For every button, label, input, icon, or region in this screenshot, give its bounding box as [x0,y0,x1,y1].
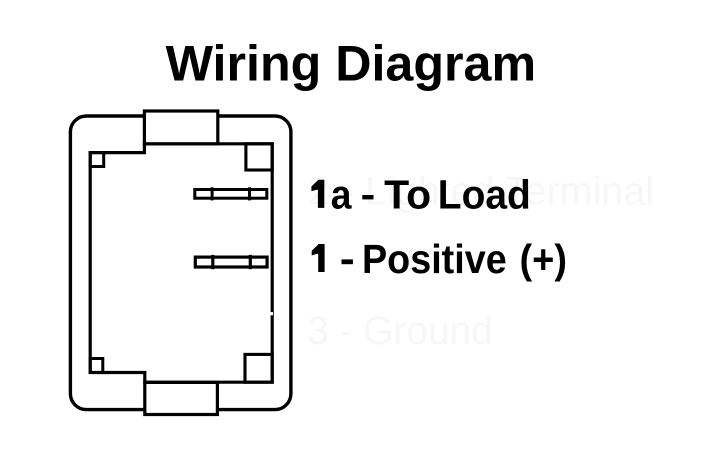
svg-text:Load: Load [438,172,531,218]
svg-text:2 - Lighted Terminal: 2 - Lighted Terminal [308,170,654,214]
svg-text:Positive: Positive [362,236,507,282]
svg-text:a: a [331,172,353,218]
svg-text:3 - Ground: 3 - Ground [307,309,493,353]
svg-text:Wiring Diagram: Wiring Diagram [166,35,536,92]
svg-text:(+): (+) [520,236,568,282]
svg-text:To: To [384,172,431,218]
